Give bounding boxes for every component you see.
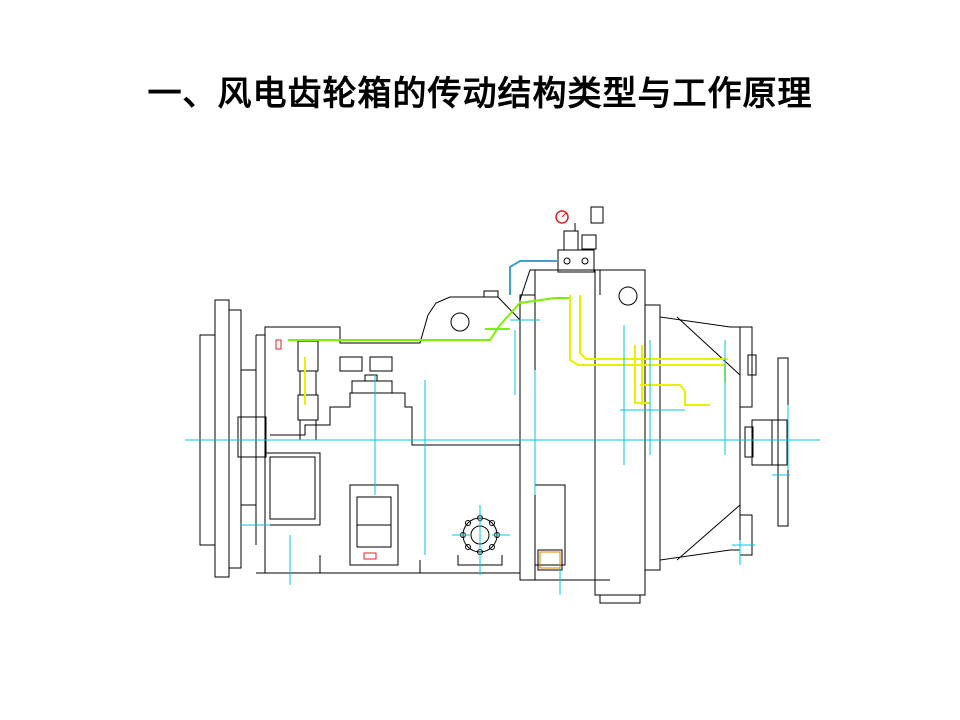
input-flange — [199, 299, 267, 578]
left-housing — [256, 269, 601, 574]
valve-block — [509, 206, 604, 295]
drain-plug-marker — [539, 551, 561, 569]
right-housing — [645, 304, 789, 571]
pressure-gauge-icon — [555, 210, 569, 224]
centerlines — [185, 319, 820, 595]
slide-title: 一、风电齿轮箱的传动结构类型与工作原理 — [147, 74, 813, 114]
sensor-marker — [363, 552, 377, 560]
oil-level-marker — [275, 339, 282, 350]
gearbox-drawing — [180, 195, 820, 619]
oil-pipes — [288, 295, 728, 406]
